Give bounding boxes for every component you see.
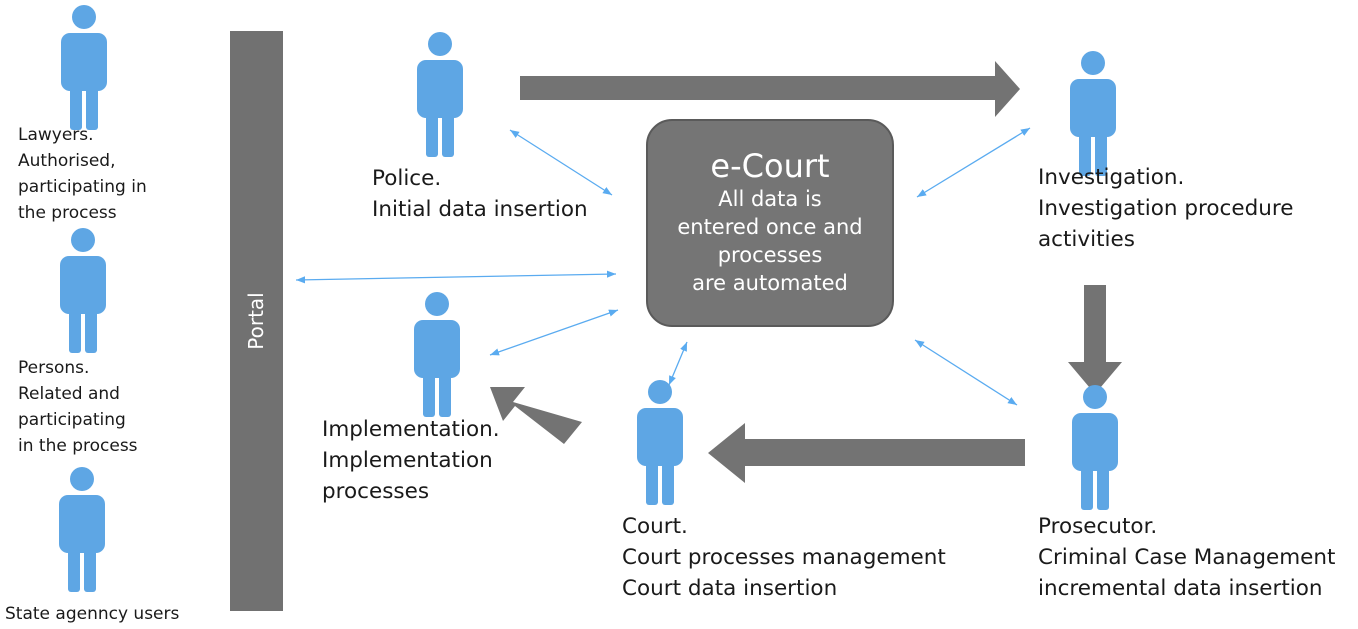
label-line: Lawyers. bbox=[18, 125, 94, 145]
court-label: Court. Court processes management Court … bbox=[622, 511, 946, 604]
label-line: Court data insertion bbox=[622, 576, 838, 601]
portal-label: Portal bbox=[244, 292, 268, 350]
person-icon bbox=[414, 292, 460, 417]
label-line: participating bbox=[18, 410, 126, 430]
implementation-label: Implementation. Implementation processes bbox=[322, 414, 500, 507]
arrow-police-to-investigation bbox=[520, 61, 1020, 117]
label-line: State agenncy users bbox=[5, 604, 180, 624]
person-icon bbox=[59, 467, 105, 592]
label-line: Related and bbox=[18, 384, 120, 404]
person-icon bbox=[637, 380, 683, 505]
persons-label: Persons. Related and participating in th… bbox=[18, 355, 138, 459]
connector-prosecutor-hub bbox=[914, 339, 1018, 406]
label-line: Authorised, bbox=[18, 151, 116, 171]
prosecutor-label: Prosecutor. Criminal Case Management inc… bbox=[1038, 511, 1335, 604]
person-icon bbox=[1072, 385, 1118, 510]
investigation-label: Investigation. Investigation procedure a… bbox=[1038, 162, 1293, 255]
label-line: incremental data insertion bbox=[1038, 576, 1323, 601]
label-line: Police. bbox=[372, 166, 442, 191]
person-icon bbox=[61, 5, 107, 130]
person-icon bbox=[417, 32, 463, 157]
process-arrows bbox=[490, 61, 1122, 483]
label-line: Persons. bbox=[18, 358, 90, 378]
label-line: in the process bbox=[18, 436, 138, 456]
lawyers-label: Lawyers. Authorised, participating in th… bbox=[18, 122, 147, 226]
label-line: the process bbox=[18, 203, 117, 223]
arrow-prosecutor-to-court bbox=[708, 423, 1025, 483]
label-line: Implementation bbox=[322, 448, 493, 473]
hub-line: All data is bbox=[718, 187, 822, 211]
label-line: Court processes management bbox=[622, 545, 946, 570]
label-line: Implementation. bbox=[322, 417, 500, 442]
ecourt-hub: e-Court All data is entered once and pro… bbox=[646, 119, 894, 327]
label-line: Initial data insertion bbox=[372, 197, 588, 222]
arrow-court-to-implementation bbox=[490, 387, 582, 444]
label-line: Investigation. bbox=[1038, 165, 1185, 190]
hub-line: are automated bbox=[692, 271, 848, 295]
connector-police-hub bbox=[509, 129, 613, 196]
arrow-investigation-to-prosecutor bbox=[1068, 285, 1122, 394]
portal-bar bbox=[230, 31, 283, 611]
hub-title: e-Court bbox=[710, 147, 830, 185]
label-line: Investigation procedure bbox=[1038, 196, 1294, 221]
label-line: Prosecutor. bbox=[1038, 514, 1158, 539]
label-line: Criminal Case Management bbox=[1038, 545, 1336, 570]
label-line: Court. bbox=[622, 514, 688, 539]
hub-line: processes bbox=[717, 243, 823, 267]
hub-line: entered once and bbox=[677, 215, 863, 239]
person-icon bbox=[1070, 51, 1116, 176]
person-icon bbox=[60, 228, 106, 353]
police-label: Police. Initial data insertion bbox=[372, 163, 588, 225]
connector-portal-hub bbox=[295, 270, 617, 284]
label-line: processes bbox=[322, 479, 430, 504]
connector-investigation-hub bbox=[916, 127, 1031, 198]
label-line: activities bbox=[1038, 227, 1135, 252]
state-agency-label: State agenncy users bbox=[5, 601, 179, 627]
label-line: participating in bbox=[18, 177, 147, 197]
connector-implementation-hub bbox=[489, 309, 619, 356]
connector-court-hub bbox=[668, 341, 688, 386]
